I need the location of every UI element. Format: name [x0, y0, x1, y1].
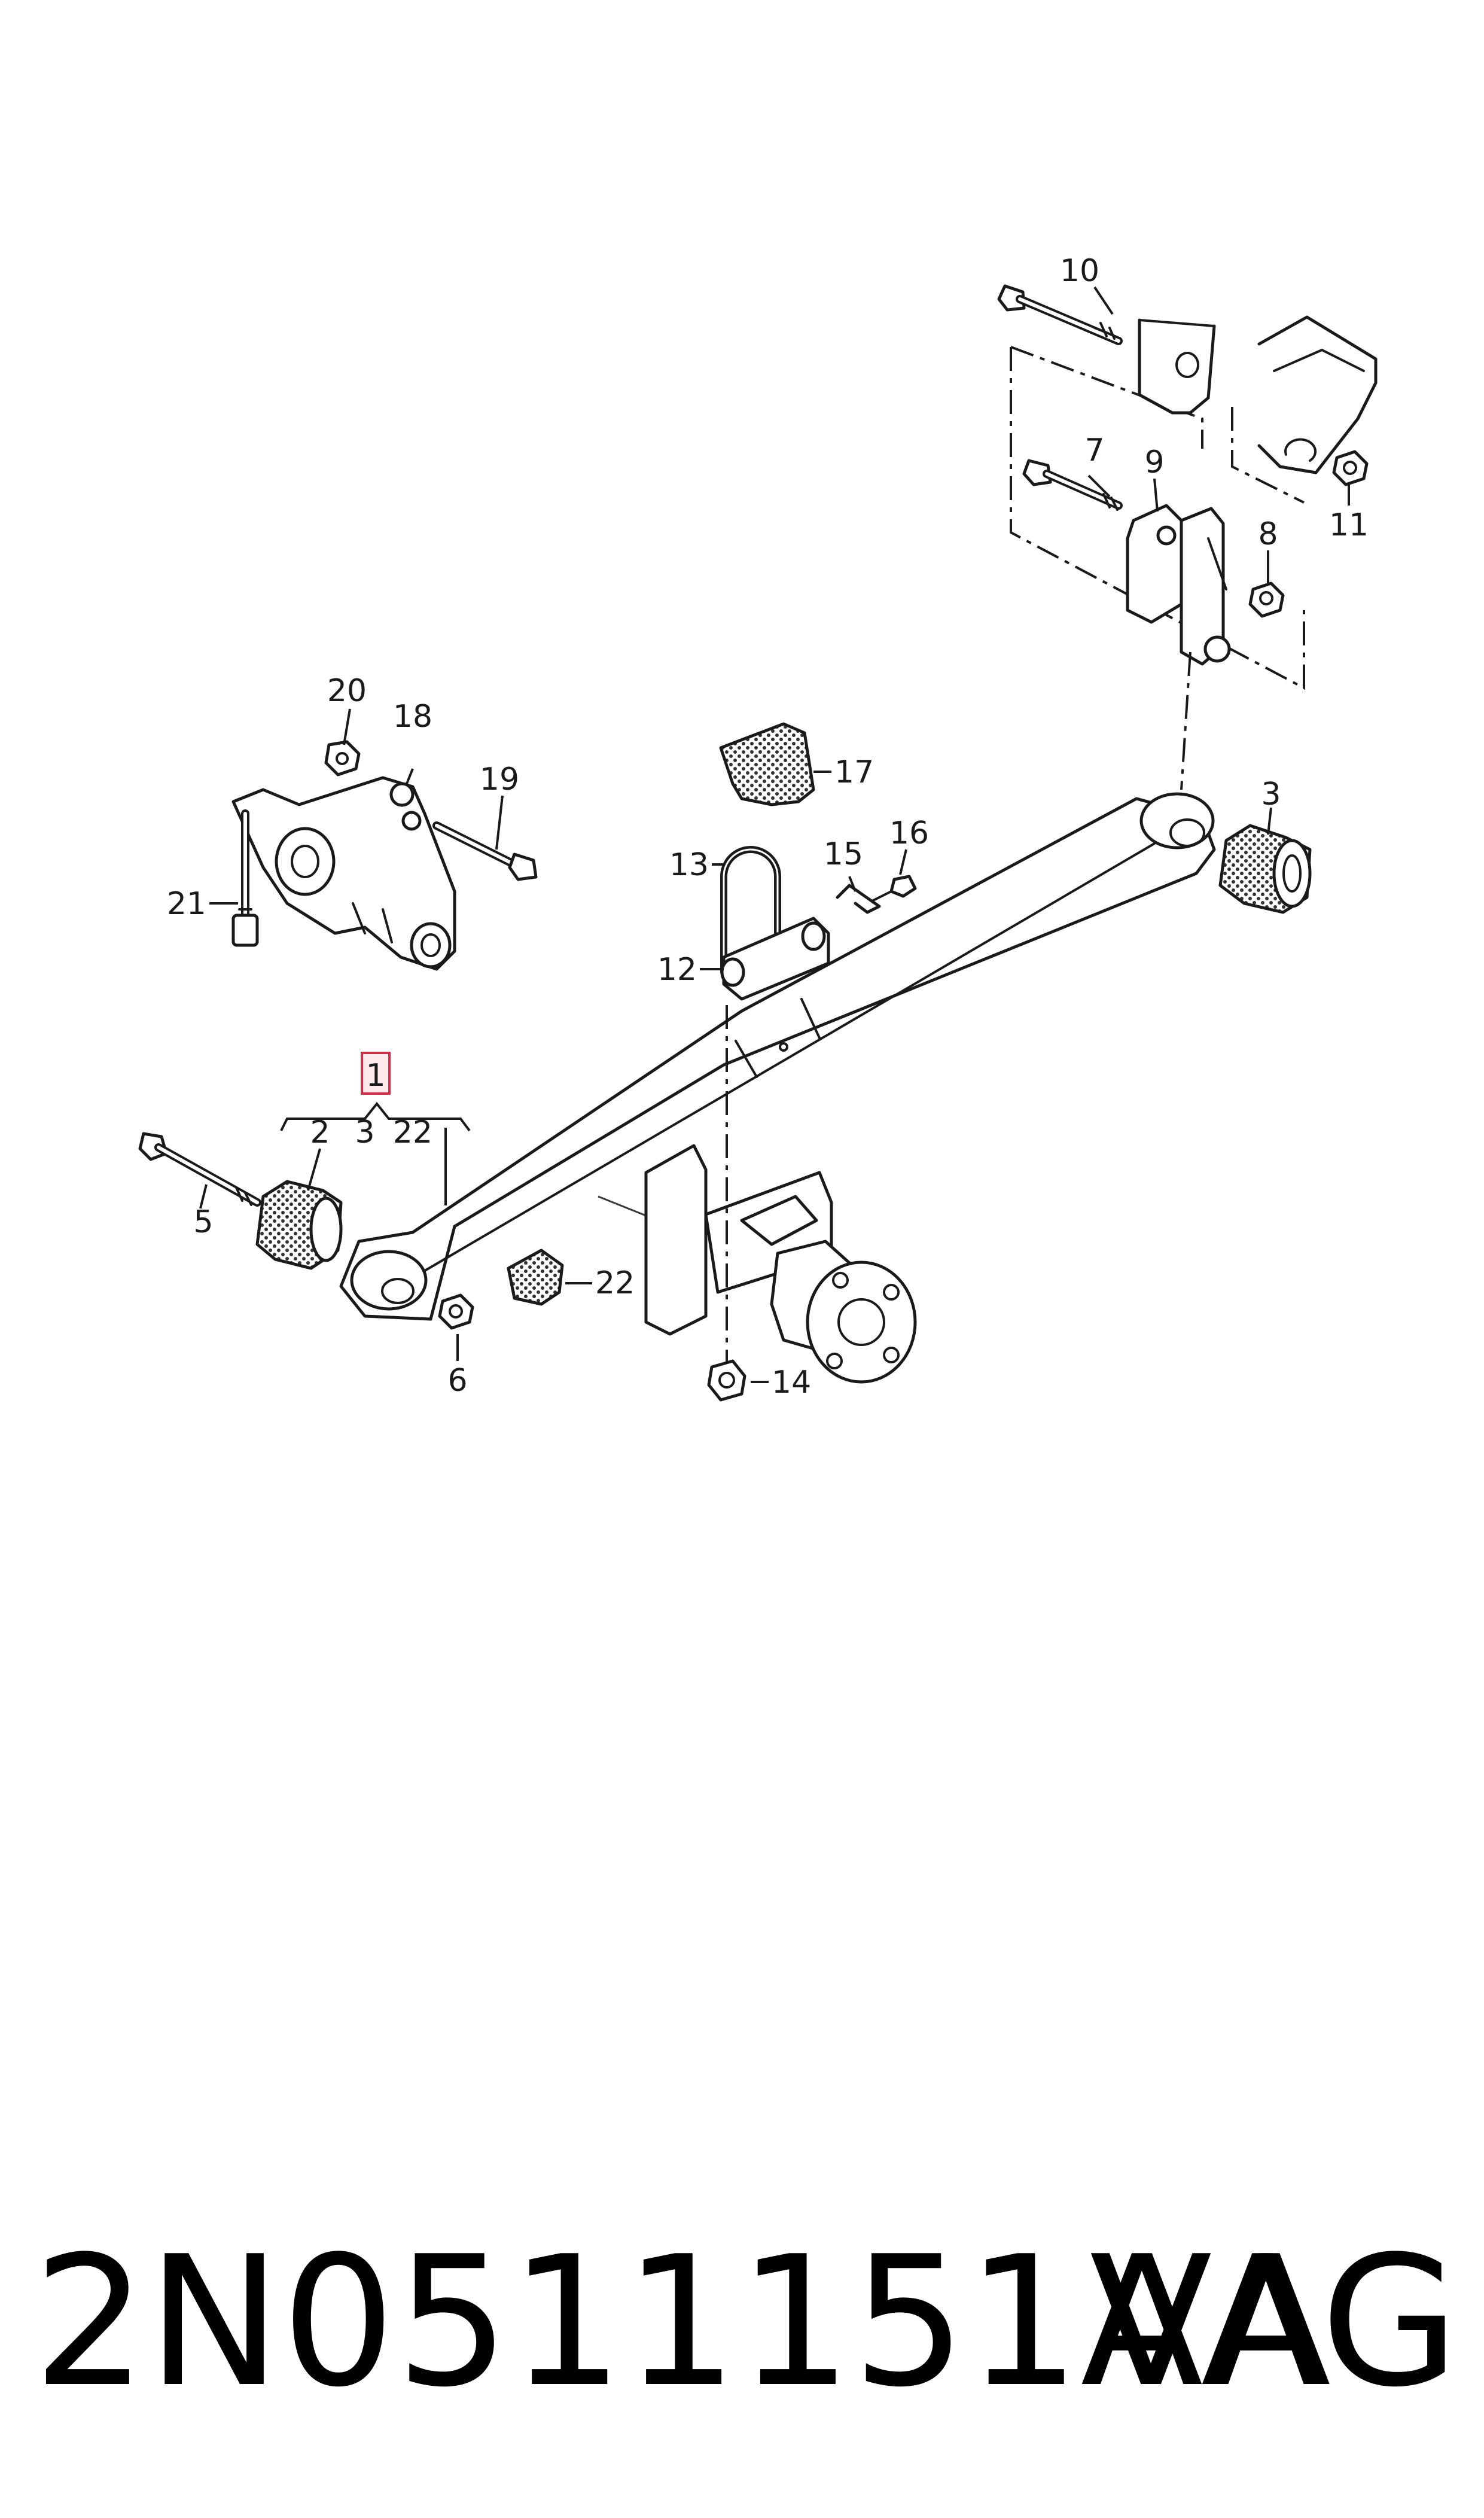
nut-14	[707, 1359, 746, 1402]
label-11: 11	[1329, 507, 1369, 543]
pad-22	[507, 1249, 564, 1306]
label-14: 14	[772, 1365, 811, 1400]
brand-name: VAG	[1090, 2218, 1459, 2426]
nut-11	[1332, 450, 1369, 486]
bolt-10	[997, 284, 1123, 345]
label-10: 10	[1060, 253, 1099, 289]
leader-lines	[199, 286, 1350, 1383]
bushing-3-right	[1218, 824, 1312, 914]
label-19: 19	[480, 762, 519, 797]
leaf-spring-1	[339, 792, 1216, 1321]
bump-stop-17	[719, 722, 815, 806]
label-13: 13	[669, 847, 709, 883]
nut-8	[1248, 581, 1285, 618]
label-2: 2	[310, 1115, 330, 1150]
nut-20	[324, 740, 361, 777]
label-16: 16	[889, 815, 929, 851]
label-20: 20	[327, 673, 367, 709]
bolt-7	[1022, 459, 1123, 511]
label-17: 17	[834, 754, 874, 790]
body-bracket-right	[1257, 315, 1378, 474]
label-12: 12	[657, 952, 697, 988]
bolt-19	[432, 821, 538, 881]
label-21: 21	[167, 886, 206, 922]
nut-6	[438, 1293, 474, 1330]
bushing-2-left	[255, 1180, 343, 1270]
bolt-5	[138, 1132, 261, 1207]
bracket-18	[231, 776, 456, 971]
plate-12	[720, 917, 830, 1001]
part-number: 2N0511151AA	[33, 2218, 1331, 2426]
label-9: 9	[1144, 444, 1164, 480]
highlight-box-1	[361, 1052, 391, 1095]
body-bracket-left	[1138, 318, 1216, 415]
label-22a: 22	[393, 1115, 432, 1150]
label-3b: 3	[1261, 777, 1281, 812]
label-3a: 3	[355, 1115, 374, 1150]
u-bolt-13	[720, 846, 781, 976]
label-7: 7	[1084, 433, 1104, 468]
clip-15	[836, 884, 881, 914]
label-22b: 22	[595, 1265, 635, 1301]
label-5: 5	[193, 1204, 213, 1240]
label-8: 8	[1258, 516, 1278, 552]
label-6: 6	[447, 1363, 467, 1399]
label-18: 18	[393, 699, 432, 735]
callout-labels: 1 2 3 22 5 6 22 14 12 13 15 16 17 20 18 …	[167, 253, 1369, 1400]
shackle-9	[1126, 504, 1231, 666]
label-1: 1	[365, 1058, 385, 1094]
axle-hub	[598, 1144, 917, 1384]
footer: 2N0511151AA VAG	[33, 2218, 1459, 2426]
screw-16	[872, 875, 917, 902]
bolt-21	[231, 809, 259, 947]
label-15: 15	[824, 836, 863, 872]
